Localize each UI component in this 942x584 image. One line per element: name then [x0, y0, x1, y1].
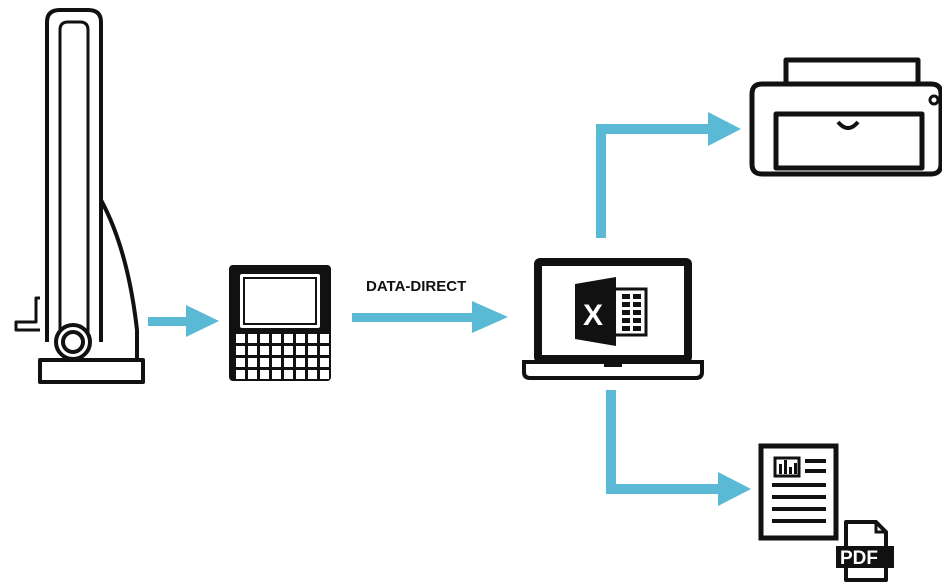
sheet-cell	[633, 318, 641, 323]
keypad-key	[260, 346, 269, 355]
keypad-key	[296, 370, 305, 379]
sheet-cell	[633, 302, 641, 307]
keypad-key	[296, 334, 305, 343]
keypad	[236, 334, 329, 379]
keypad-key	[236, 358, 245, 367]
connection-label: DATA-DIRECT	[366, 278, 466, 295]
keypad-key	[284, 358, 293, 367]
keypad-key	[248, 358, 257, 367]
keypad-key	[308, 358, 317, 367]
keypad-key	[284, 370, 293, 379]
keypad-key	[260, 358, 269, 367]
sheet-cell	[622, 294, 630, 299]
sheet-cell	[622, 326, 630, 331]
keypad-key	[272, 346, 281, 355]
arrow-gauge-to-display	[148, 305, 219, 337]
keypad-key	[320, 370, 329, 379]
arrow-display-to-laptop	[352, 301, 508, 333]
keypad-key	[248, 370, 257, 379]
sheet-cell	[633, 326, 641, 331]
keypad-key	[236, 346, 245, 355]
height-gauge-icon	[14, 8, 145, 384]
spreadsheet-app-icon: X	[575, 277, 648, 346]
keypad-key	[296, 346, 305, 355]
mini-bar-chart-icon	[773, 456, 801, 478]
laptop-icon: X	[522, 258, 704, 380]
printer-icon	[749, 57, 942, 177]
keypad-key	[272, 334, 281, 343]
keypad-key	[236, 334, 245, 343]
keypad-key	[260, 370, 269, 379]
keypad-key	[296, 358, 305, 367]
keypad-key	[320, 334, 329, 343]
keypad-key	[260, 334, 269, 343]
pdf-file-icon: PDF	[836, 520, 894, 582]
keypad-key	[320, 346, 329, 355]
arrow-laptop-to-report	[606, 390, 751, 506]
keypad-key	[308, 370, 317, 379]
sheet-cell	[633, 294, 641, 299]
keypad-key	[320, 358, 329, 367]
pdf-label: PDF	[840, 548, 878, 569]
sheet-cell	[633, 310, 641, 315]
keypad-key	[248, 334, 257, 343]
sheet-cell	[622, 302, 630, 307]
keypad-key	[236, 370, 245, 379]
arrow-laptop-to-printer	[596, 112, 741, 238]
keypad-key	[284, 346, 293, 355]
spreadsheet-letter: X	[583, 299, 603, 332]
keypad-key	[308, 334, 317, 343]
keypad-key	[248, 346, 257, 355]
sheet-cell	[622, 310, 630, 315]
display-unit-icon	[229, 265, 331, 381]
keypad-key	[308, 346, 317, 355]
report-document-icon	[758, 443, 839, 541]
keypad-key	[272, 370, 281, 379]
keypad-key	[272, 358, 281, 367]
keypad-key	[284, 334, 293, 343]
sheet-cell	[622, 318, 630, 323]
